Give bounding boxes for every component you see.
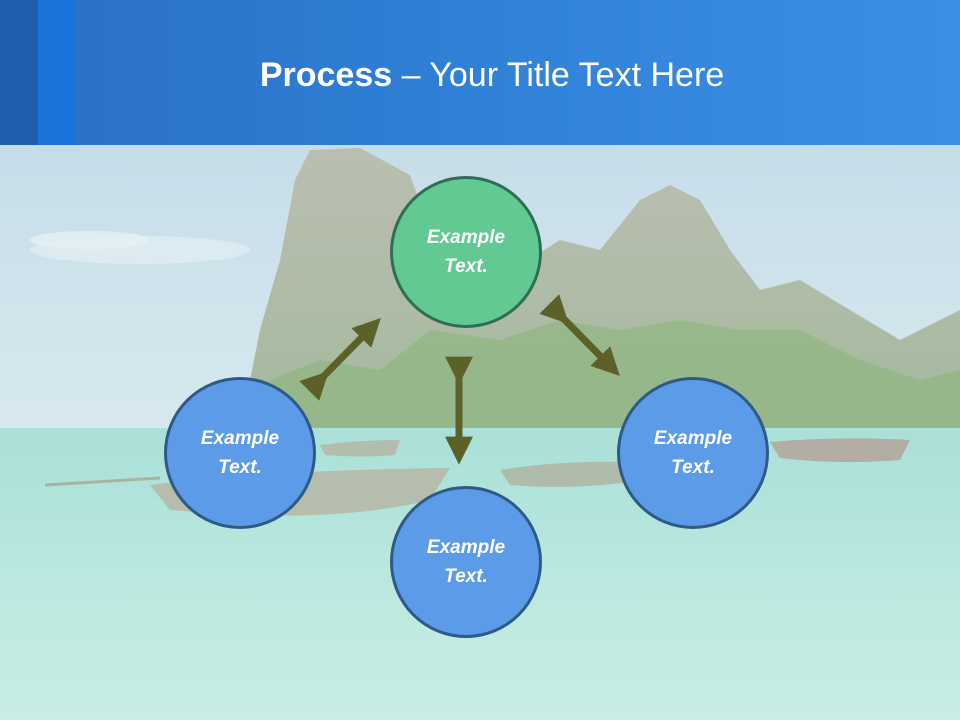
node-bottom-label: Example Text. [426, 537, 506, 587]
process-node-left: Example Text. [164, 377, 316, 529]
title-bold: Process [259, 56, 393, 94]
header-accent-stripe-light [38, 0, 75, 145]
node-right-label: Example Text. [653, 428, 733, 478]
process-node-right: Example Text. [617, 377, 769, 529]
header-accent-stripe [0, 0, 38, 145]
title-rest: Your Title Text Here [429, 56, 725, 94]
process-node-bottom: Example Text. [390, 486, 542, 638]
node-left-label: Example Text. [200, 428, 280, 478]
node-top-label: Example Text. [426, 227, 506, 277]
header-bar: Process – Your Title Text Here [0, 0, 960, 145]
process-node-top: Example Text. [390, 176, 542, 328]
title-dash: – [392, 56, 430, 94]
page-title: Process – Your Title Text Here [0, 52, 960, 98]
